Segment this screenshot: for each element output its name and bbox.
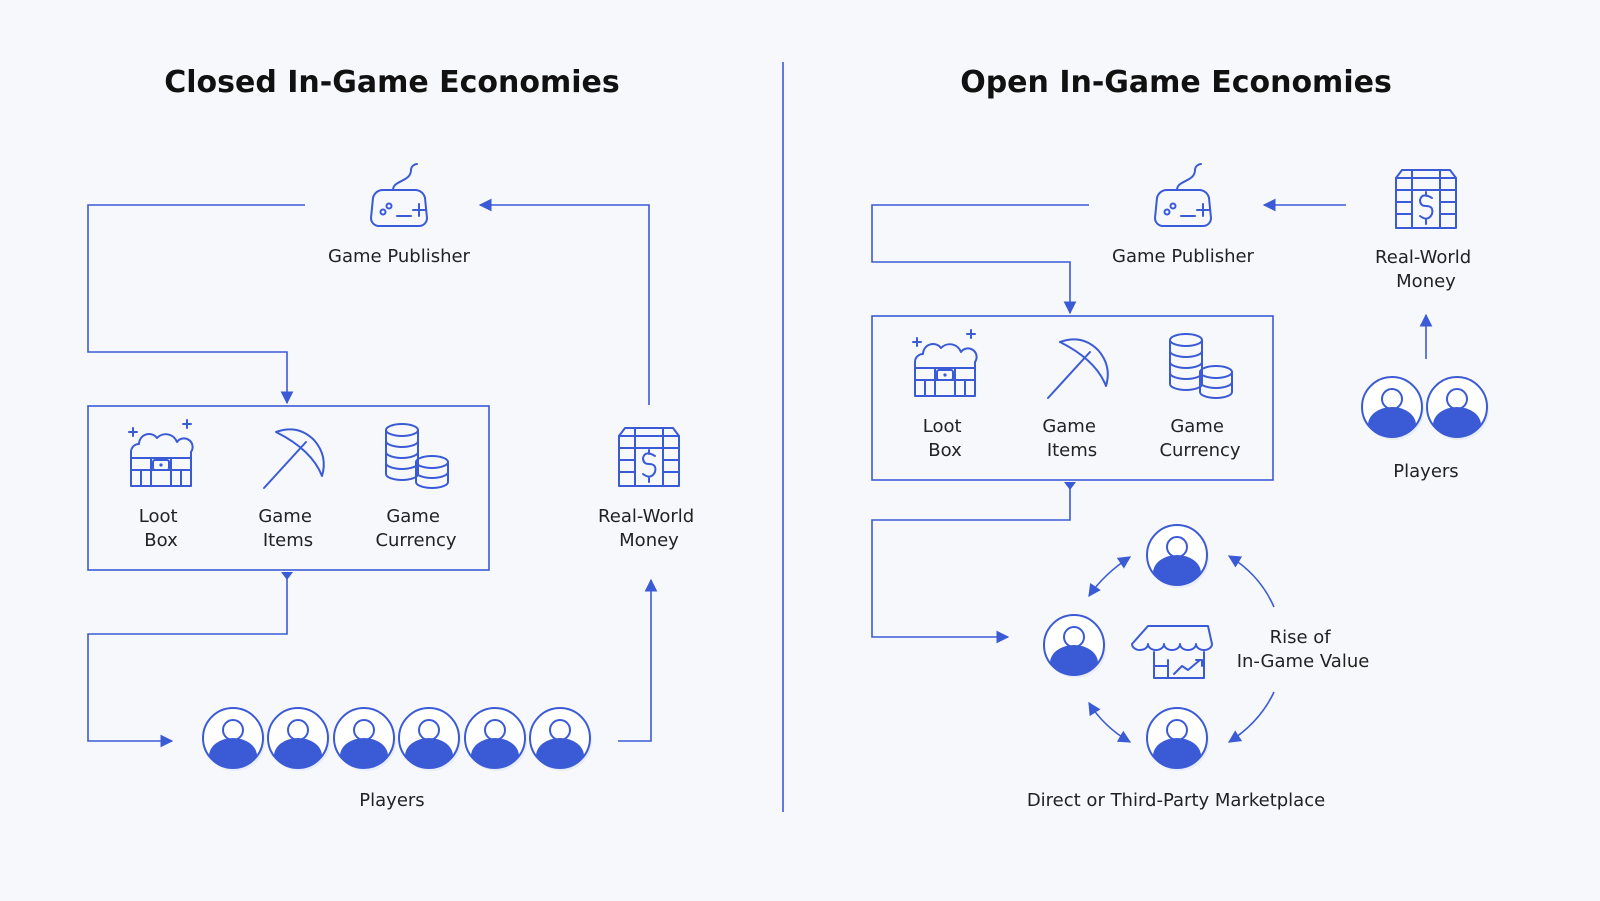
marketplace-cycle: [1043, 524, 1275, 772]
open-items-label: Game Items: [1042, 416, 1101, 461]
closed-currency-label: Game Currency: [375, 506, 456, 551]
gamepad-icon: [370, 163, 428, 227]
cycle-arrow-top-left: [1088, 556, 1132, 598]
open-players-group: [1361, 376, 1490, 441]
open-currency-label: Game Currency: [1159, 416, 1240, 461]
arrow-publisher-to-items: [87, 204, 305, 405]
open-money-label: Real-World Money: [1375, 247, 1477, 292]
rise-label: Rise of In-Game Value: [1237, 627, 1370, 672]
player-avatar: [1043, 614, 1107, 679]
player-avatar: [529, 707, 593, 772]
closed-items-label: Game Items: [258, 506, 317, 551]
player-avatar: [1361, 376, 1425, 441]
player-avatar: [1146, 707, 1210, 772]
storefront-icon: [1131, 625, 1213, 679]
arrow-money-to-publisher: [478, 198, 650, 405]
open-items-box: [871, 315, 1274, 481]
closed-publisher-label: Game Publisher: [328, 246, 471, 267]
cycle-arrow-bottom-left: [1088, 701, 1132, 743]
closed-items-box: [87, 405, 490, 571]
arrow-items-to-marketplace: [871, 482, 1071, 644]
open-players-label: Players: [1393, 461, 1458, 482]
player-avatar: [333, 707, 397, 772]
closed-players-group: [202, 707, 593, 772]
money-icon: [618, 427, 680, 487]
gamepad-icon: [1154, 163, 1212, 227]
player-avatar: [1146, 524, 1210, 589]
loot-box-icon: [128, 419, 194, 487]
pickaxe-icon: [1047, 338, 1109, 399]
closed-players-label: Players: [359, 790, 424, 811]
player-avatar: [202, 707, 266, 772]
open-publisher-label: Game Publisher: [1112, 246, 1255, 267]
pickaxe-icon: [263, 428, 325, 489]
money-icon: [1395, 169, 1457, 229]
player-avatar: [464, 707, 528, 772]
player-avatar: [1426, 376, 1490, 441]
coins-icon: [385, 423, 449, 489]
cycle-arrow-top-right: [1227, 555, 1275, 608]
loot-box-icon: [912, 329, 978, 397]
arrow-items-to-players: [87, 572, 288, 748]
closed-money-label: Real-World Money: [598, 506, 700, 551]
closed-loot-label: Loot Box: [139, 506, 184, 551]
open-loot-label: Loot Box: [923, 416, 968, 461]
player-avatar: [267, 707, 331, 772]
arrow-publisher-to-items: [871, 204, 1089, 315]
open-title: Open In-Game Economies: [960, 65, 1392, 100]
arrow-players-to-money: [618, 578, 658, 742]
cycle-arrow-bottom-right: [1227, 691, 1275, 743]
marketplace-label: Direct or Third-Party Marketplace: [1027, 790, 1325, 811]
coins-icon: [1169, 333, 1233, 399]
player-avatar: [398, 707, 462, 772]
closed-title: Closed In-Game Economies: [164, 65, 620, 100]
